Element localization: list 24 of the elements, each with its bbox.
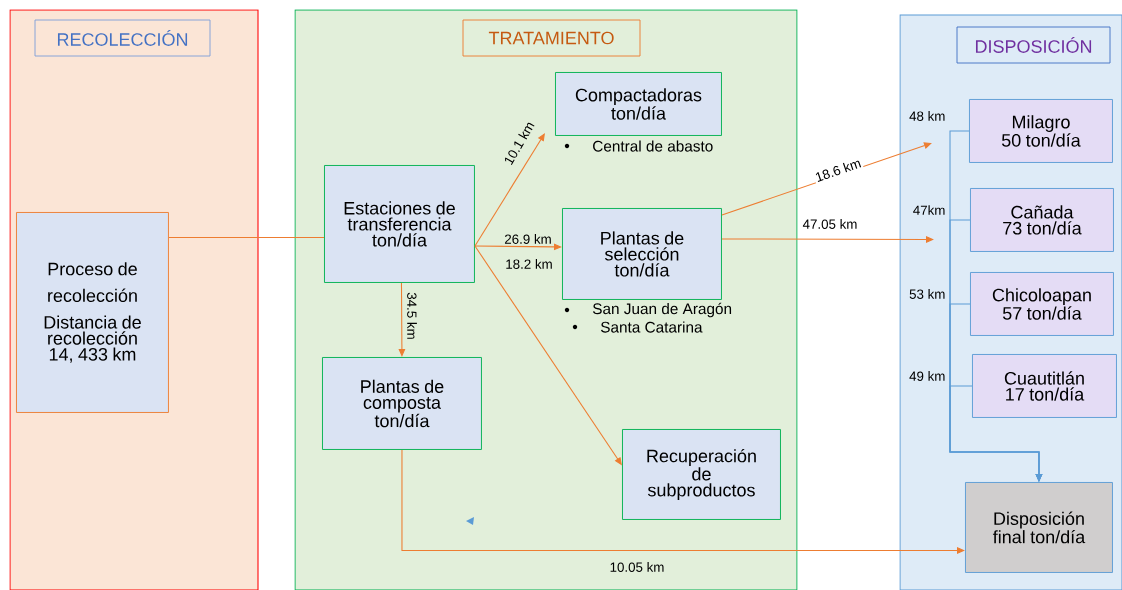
- list-item: Central de abasto: [593, 140, 713, 152]
- process-box: Proceso de recolección Distancia de recolección 14, 433 km: [16, 212, 169, 413]
- arrow: [398, 282, 406, 357]
- heading-box: DISPOSICIÓN: [956, 26, 1111, 64]
- process-box: Cuautitlán 17 ton/día: [972, 354, 1117, 418]
- process-box: Chicoloapan 57 ton/día: [970, 272, 1114, 336]
- process-box: Milagro 50 ton/día: [969, 99, 1113, 163]
- list-item: Santa Catarina: [600, 321, 703, 333]
- arrow: [721, 236, 934, 243]
- arrow: [401, 449, 965, 554]
- process-box: Recuperación de subproductos: [622, 429, 781, 520]
- process-box: Compactadoras ton/día: [555, 72, 722, 136]
- arrow: [949, 385, 1043, 482]
- process-box: Estaciones de transferencia ton/día: [324, 165, 475, 283]
- list-item: San Juan de Aragón: [592, 302, 732, 318]
- heading-box: TRATAMIENTO: [462, 19, 641, 57]
- edge-label: 18.6 km: [812, 155, 864, 185]
- process-box: Disposición final ton/día: [965, 482, 1113, 573]
- arrow: [474, 243, 562, 251]
- process-box: Plantas de selección ton/día: [562, 208, 722, 300]
- heading-box: RECOLECCIÓN: [34, 19, 211, 57]
- process-box: Cañada 73 ton/día: [970, 188, 1114, 252]
- process-box: Plantas de composta ton/día: [322, 357, 482, 450]
- edge-label: 47.05 km: [801, 217, 859, 231]
